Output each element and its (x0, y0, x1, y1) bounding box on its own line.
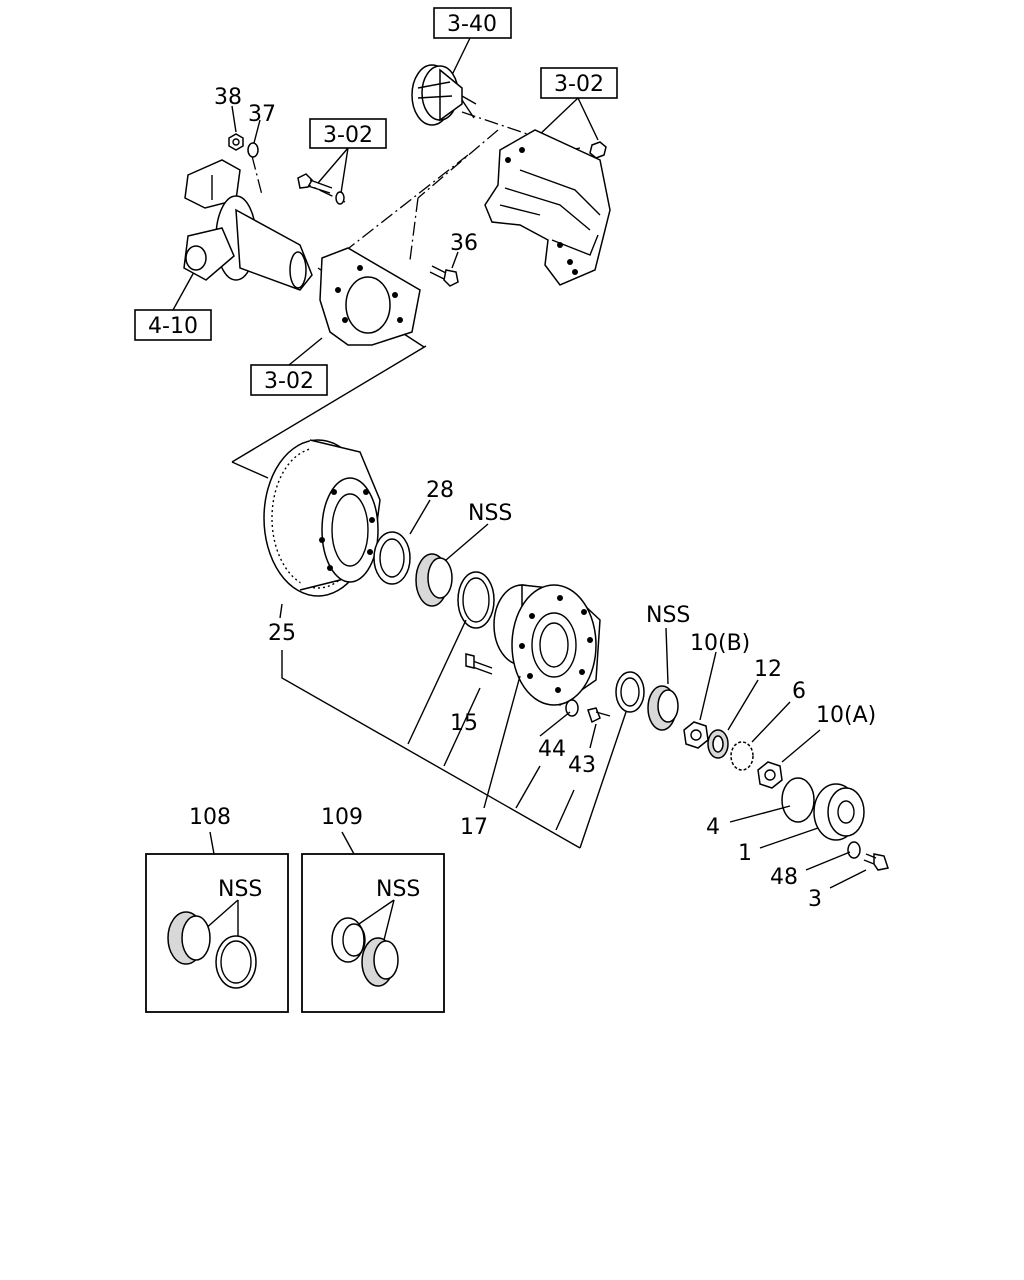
disc-group-leader (231, 333, 427, 479)
inner-bearing-cone[interactable] (415, 553, 453, 607)
washer-48[interactable] (847, 841, 861, 859)
callout-43: 43 (568, 753, 596, 778)
callout-25: 25 (268, 621, 296, 646)
nut-38[interactable] (228, 133, 244, 151)
hub-cap-1[interactable] (813, 783, 865, 841)
steering-knuckle[interactable] (183, 159, 313, 291)
wheel-hub-17[interactable] (493, 584, 601, 706)
ref-label-3-40: 3-40 (447, 12, 497, 37)
gasket-4[interactable] (781, 777, 815, 823)
brake-disc-25[interactable] (263, 439, 381, 597)
ref-label-4-10: 4-10 (148, 314, 198, 339)
hub-stud-15[interactable] (465, 653, 493, 675)
kit-109-bearing-race (331, 917, 366, 963)
washer-12[interactable] (707, 729, 729, 759)
bolt-3-02-mid[interactable] (297, 173, 333, 194)
callout-37: 37 (248, 102, 276, 127)
ref-box-3-40[interactable]: 3-40 (433, 7, 512, 39)
kit-108-number: 108 (189, 805, 231, 830)
kit-108-bearing-race (215, 935, 257, 989)
outer-bearing-race[interactable] (615, 671, 645, 713)
callout-44: 44 (538, 737, 566, 762)
callout-4: 4 (706, 815, 720, 840)
washer-3-02-mid[interactable] (335, 191, 345, 205)
kit-108[interactable]: 108 NSS (145, 805, 289, 1013)
callout-nss-outer: NSS (646, 603, 690, 628)
nut-10b[interactable] (683, 721, 709, 749)
ref-box-3-02-top[interactable]: 3-02 (540, 67, 618, 99)
bearing-race-28[interactable] (373, 531, 411, 585)
brake-caliper-housing[interactable] (484, 129, 611, 286)
kit-108-nss: NSS (218, 877, 262, 902)
callout-12: 12 (754, 657, 782, 682)
ref-label-3-02-top: 3-02 (554, 72, 604, 97)
callout-10b: 10(B) (690, 631, 750, 656)
kit-109[interactable]: 109 NSS (301, 805, 445, 1013)
outer-bearing-cone[interactable] (647, 685, 679, 731)
callout-17: 17 (460, 815, 488, 840)
ref-leaders (172, 37, 599, 366)
ref-box-4-10[interactable]: 4-10 (134, 309, 212, 341)
callout-48: 48 (770, 865, 798, 890)
callout-38: 38 (214, 85, 242, 110)
bolt-3[interactable] (863, 853, 889, 871)
hex-nut-upper-right[interactable] (589, 141, 607, 159)
kit-109-nss: NSS (376, 877, 420, 902)
lock-washer-6[interactable] (730, 741, 754, 771)
ref-label-3-02-mid: 3-02 (323, 123, 373, 148)
kit-109-number: 109 (321, 805, 363, 830)
seal-ring[interactable] (457, 571, 495, 629)
kit-109-bearing-cone (361, 937, 399, 987)
callout-labels: 38 37 36 28 NSS 25 15 17 44 43 NSS 10(B)… (214, 85, 876, 912)
bolt-43[interactable] (587, 707, 611, 724)
ref-box-3-02-mid[interactable]: 3-02 (309, 118, 387, 149)
ref-label-3-02-low: 3-02 (264, 369, 314, 394)
callout-1: 1 (738, 841, 752, 866)
bolt-36[interactable] (429, 265, 459, 287)
brake-chamber-3-40[interactable] (411, 64, 477, 126)
kit-108-bearing-cone (167, 911, 211, 965)
lower-callout-leaders (279, 499, 867, 889)
callout-6: 6 (792, 679, 806, 704)
callout-36: 36 (450, 231, 478, 256)
callout-nss-inner: NSS (468, 501, 512, 526)
callout-3: 3 (808, 887, 822, 912)
upper-callout-leaders (231, 105, 459, 269)
callout-28: 28 (426, 478, 454, 503)
washer-37[interactable] (247, 142, 259, 158)
ref-box-3-02-low[interactable]: 3-02 (250, 364, 328, 396)
nut-10a[interactable] (757, 761, 783, 789)
callout-15: 15 (450, 711, 478, 736)
torque-plate[interactable] (319, 247, 421, 346)
callout-10a: 10(A) (816, 703, 876, 728)
